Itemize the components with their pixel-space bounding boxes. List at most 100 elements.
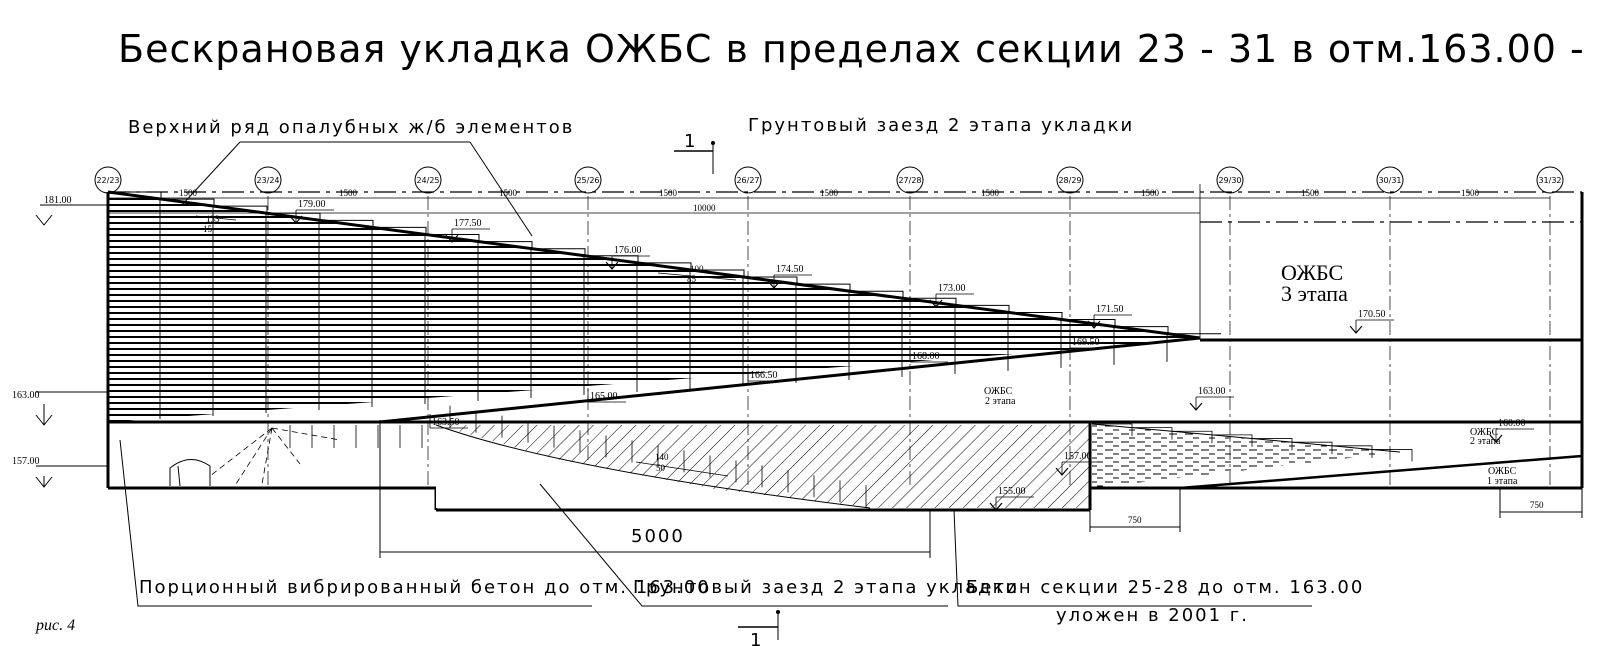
- elevation-flag: 168.00: [909, 348, 948, 363]
- top-row-leader: [181, 141, 533, 237]
- elevation-value: 177.50: [454, 218, 482, 229]
- axis-label: 31/32: [1538, 176, 1561, 185]
- dim-total: 10000: [693, 203, 716, 213]
- axis-label: 30/31: [1378, 176, 1401, 185]
- elevation-value: 163.50: [432, 417, 460, 428]
- axis-bubble: [254, 166, 282, 194]
- dim-100-line: [657, 272, 737, 281]
- span-label: 1500: [499, 188, 518, 198]
- formwork-elements-zone: [108, 192, 1200, 422]
- stage3-outline: [1200, 192, 1584, 488]
- axis-bubble: [1056, 166, 1084, 194]
- elevation-flag: 163.00: [1189, 386, 1234, 411]
- ramp-ticks: [449, 405, 867, 508]
- ramp-curve: [435, 424, 871, 509]
- span-label: 1500: [1141, 188, 1160, 198]
- elevation-value: 166.50: [750, 370, 778, 381]
- stage2-lower-zone: [1092, 424, 1400, 488]
- span-label: 1500: [820, 188, 839, 198]
- zone-stage2-stage: 2 этапа: [985, 396, 1016, 407]
- annotation-portion-concrete: Порционный вибрированный бетон до отм. 1…: [139, 577, 711, 598]
- elevation-value: 163.00: [1198, 386, 1226, 397]
- annotation-ramp-bottom: Грунтовый заезд 2 этапа укладки: [633, 577, 1019, 598]
- axis-bubble: [1376, 166, 1404, 194]
- annotation-top-row: Верхний ряд опалубных ж/б элементов: [128, 117, 574, 138]
- elevation-flag: 169.50: [1069, 334, 1108, 349]
- elevation-flag: 163.50: [429, 414, 468, 429]
- dim-15: 15: [203, 224, 213, 234]
- axis-label: 27/28: [898, 176, 921, 185]
- elevation-value: 157.00: [1064, 451, 1092, 462]
- span-label: 1500: [981, 188, 1000, 198]
- elevation-flag: 165.00: [587, 388, 626, 403]
- elevation-flag: 177.50: [445, 218, 490, 243]
- section-mark-bottom: [738, 610, 780, 640]
- figure-caption: рис. 4: [35, 617, 75, 634]
- axis-label: 23/24: [256, 176, 279, 185]
- dim-5000-line: [379, 420, 931, 558]
- dim-750-b: 750: [1530, 500, 1544, 510]
- axis-bubble: [1216, 166, 1244, 194]
- dim-50: 50: [656, 463, 666, 473]
- elevation-flag: 155.00: [989, 486, 1034, 511]
- lower-step-outline: [1092, 423, 1413, 462]
- elevation-value: 168.00: [912, 351, 940, 362]
- section-mark-label: 1: [684, 131, 697, 152]
- span-label: 1500: [339, 188, 358, 198]
- elevation-value: 173.00: [938, 283, 966, 294]
- zone-stage2-name: ОЖБС: [984, 386, 1013, 397]
- dim-750-a: 750: [1128, 515, 1142, 525]
- annotation-ramp-top: Грунтовый заезд 2 этапа укладки: [748, 115, 1134, 136]
- span-label: 1500: [1301, 188, 1320, 198]
- stage2-lower-slope: [379, 336, 1201, 424]
- annotation-laid-2001: уложен в 2001 г.: [1056, 605, 1249, 626]
- dim-140-line: [635, 461, 729, 477]
- elevation-flag: 160.00: [1489, 418, 1534, 443]
- zone-stage3-stage: 3 этапа: [1281, 281, 1348, 306]
- section-mark-bottom-label: 1: [750, 630, 763, 646]
- dim-133: 133: [206, 214, 220, 224]
- elevation-flag: 170.50: [1349, 309, 1394, 334]
- elev-157: 157.00: [12, 456, 40, 467]
- elevation-flag: 176.00: [605, 245, 650, 270]
- elevation-value: 176.00: [614, 245, 642, 256]
- elevation-value: 165.00: [590, 391, 618, 402]
- axis-label: 25/26: [576, 176, 599, 185]
- axis-bubble: [896, 166, 924, 194]
- axis-label: 24/25: [416, 176, 439, 185]
- base-block-outline: [106, 420, 1582, 512]
- dim-85: 85: [687, 274, 697, 284]
- span-label: 1500: [659, 188, 678, 198]
- axis-bubble: [574, 166, 602, 194]
- zone-stage1-name: ОЖБС: [1488, 466, 1517, 477]
- axis-label: 28/29: [1058, 176, 1081, 185]
- vibrator-icon: [169, 459, 211, 486]
- elevation-value: 160.00: [1498, 418, 1526, 429]
- elev-163: 163.00: [12, 390, 40, 401]
- elevation-value: 174.50: [776, 264, 804, 275]
- elevation-flag: 179.00: [289, 199, 334, 224]
- axis-bubble: [734, 166, 762, 194]
- span-label: 1500: [179, 188, 198, 198]
- left-elevations: [35, 204, 108, 488]
- stage2-lower-edge: [1091, 423, 1401, 453]
- vibrated-fan-lines: [209, 427, 341, 485]
- ramp-cut-zone: [436, 425, 880, 508]
- axis-bubble: [1536, 166, 1564, 194]
- zone-stage3-name: ОЖБС: [1281, 260, 1343, 285]
- dim-750-lines: [1089, 488, 1583, 532]
- axis-label: 22/23: [96, 176, 119, 185]
- elevation-flag: 157.00: [1055, 451, 1100, 476]
- dim-140: 140: [655, 452, 669, 462]
- stage2-lower-steps: [1092, 423, 1413, 462]
- vibrator-mark: [177, 465, 181, 487]
- axis-bubble: [414, 166, 442, 194]
- elevation-flag: 166.50: [747, 367, 786, 382]
- zone-stage1-stage: 1 этапа: [1487, 476, 1518, 487]
- drawing-title: Бескрановая укладка ОЖБС в пределах секц…: [118, 27, 1600, 71]
- zone-stage2b-name: ОЖБС: [1470, 427, 1499, 438]
